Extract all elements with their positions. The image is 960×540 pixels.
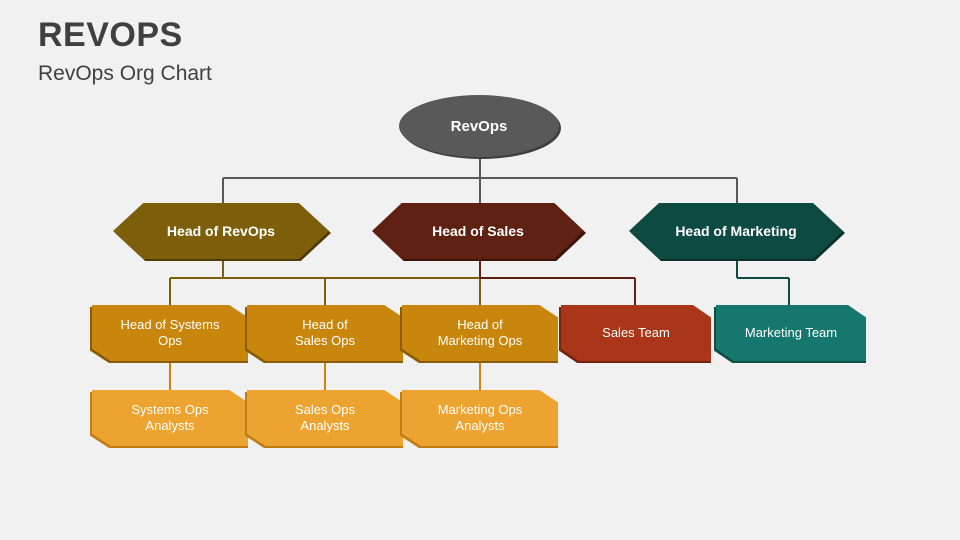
node-head-of-systems-ops[interactable]: Head of Systems Ops — [92, 305, 248, 361]
edge-group-revops — [222, 157, 738, 203]
node-head-of-revops-label: Head of RevOps — [166, 223, 276, 239]
node-marketing-ops-analysts[interactable]: Marketing Ops Analysts — [402, 390, 558, 446]
page-subtitle: RevOps Org Chart — [38, 62, 212, 85]
node-head-of-marketing-label: Head of Marketing — [675, 223, 797, 239]
node-sales-team-label: Sales Team — [602, 325, 670, 340]
node-systems-ops-analysts-label: Systems Ops Analysts — [131, 402, 209, 433]
node-head-of-sales-ops[interactable]: Head of Sales Ops — [247, 305, 403, 361]
node-head-of-sales-ops-label: Head of Sales Ops — [295, 317, 355, 348]
node-head-of-marketing-ops[interactable]: Head of Marketing Ops — [402, 305, 558, 361]
node-head-of-marketing[interactable]: Head of Marketing — [629, 203, 843, 259]
node-sales-team[interactable]: Sales Team — [561, 305, 711, 361]
edge-group-head-of-revops — [169, 260, 481, 305]
edge-group-head-of-marketing — [736, 260, 790, 305]
edge-group-head-of-sales — [479, 260, 636, 305]
node-head-of-revops[interactable]: Head of RevOps — [113, 203, 329, 259]
node-revops[interactable]: RevOps — [399, 95, 559, 157]
page-title: REVOPS — [38, 16, 183, 54]
node-marketing-team-label: Marketing Team — [744, 325, 838, 340]
node-head-of-sales[interactable]: Head of Sales — [372, 203, 584, 259]
node-marketing-team[interactable]: Marketing Team — [716, 305, 866, 361]
node-head-of-sales-label: Head of Sales — [432, 223, 524, 239]
edge-group-ops-to-analysts — [169, 361, 481, 390]
node-sales-ops-analysts-label: Sales Ops Analysts — [295, 402, 355, 433]
node-head-of-systems-ops-label: Head of Systems Ops — [120, 317, 220, 348]
node-sales-ops-analysts[interactable]: Sales Ops Analysts — [247, 390, 403, 446]
node-systems-ops-analysts[interactable]: Systems Ops Analysts — [92, 390, 248, 446]
node-head-of-marketing-ops-label: Head of Marketing Ops — [437, 317, 523, 348]
node-marketing-ops-analysts-label: Marketing Ops Analysts — [437, 402, 523, 433]
node-revops-label: RevOps — [450, 117, 508, 135]
